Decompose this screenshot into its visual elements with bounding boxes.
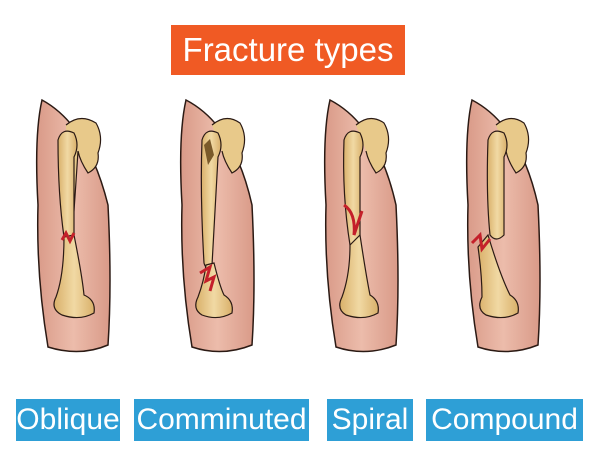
leg-compound bbox=[465, 98, 541, 353]
leg-spiral bbox=[323, 98, 399, 353]
label-compound: Compound bbox=[426, 399, 583, 441]
leg-comminuted bbox=[179, 98, 255, 353]
leg-oblique bbox=[35, 98, 111, 353]
label-oblique: Oblique bbox=[16, 399, 120, 441]
diagram-title: Fracture types bbox=[171, 25, 405, 75]
label-comminuted: Comminuted bbox=[134, 399, 309, 441]
label-spiral: Spiral bbox=[327, 399, 413, 441]
fracture-illustrations bbox=[35, 98, 541, 353]
